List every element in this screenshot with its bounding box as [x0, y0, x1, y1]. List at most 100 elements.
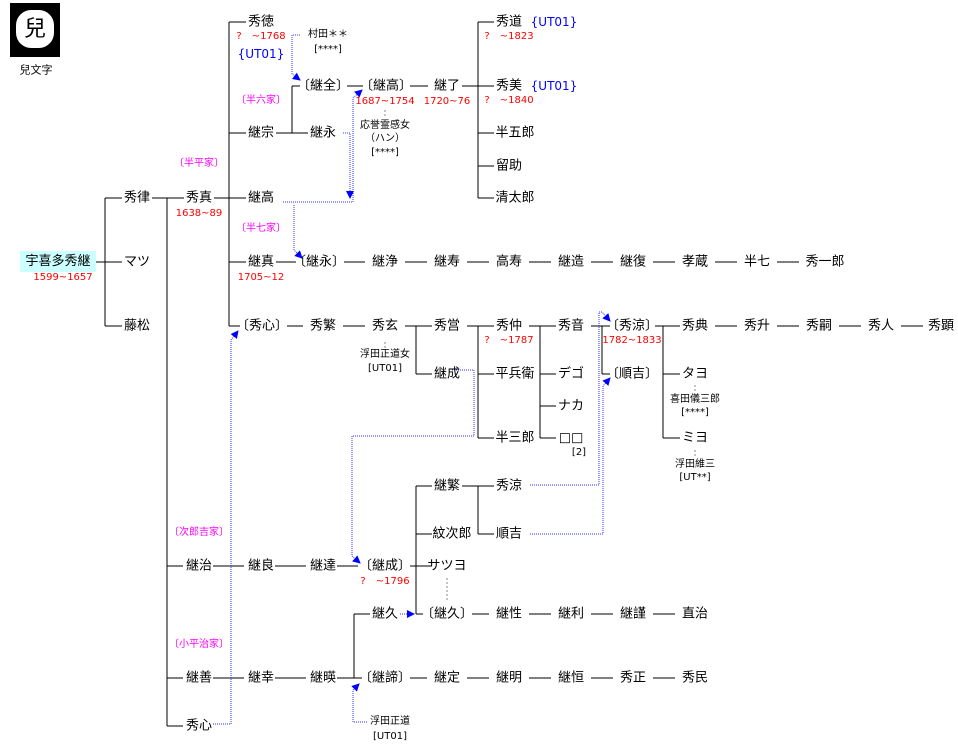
person-node[interactable]: 〔継高〕 [359, 78, 413, 94]
person-node[interactable]: 〔秀心〕 [235, 318, 289, 334]
person-node[interactable]: 継高 [247, 190, 275, 206]
person-node[interactable]: 秀玄 [371, 318, 399, 334]
person-node[interactable]: 秀升 [743, 318, 771, 334]
person-node[interactable]: 孝蔵 [681, 254, 709, 270]
person-node[interactable]: 秀顕 [927, 318, 955, 334]
adoption-link-arrow [291, 34, 301, 81]
person-node[interactable]: 秀嗣 [805, 318, 833, 334]
person-node[interactable]: 秀典 [681, 318, 709, 334]
root-ancestor[interactable]: 宇喜多秀継 [20, 251, 96, 272]
person-node[interactable]: 継久 [371, 606, 399, 622]
person-node[interactable]: サツヨ [427, 558, 467, 574]
person-node[interactable]: 継幸 [247, 670, 275, 686]
family-crest-logo: 兒 [10, 3, 60, 57]
person-node[interactable]: タヨ [681, 366, 709, 382]
person-node[interactable]: 継謹 [619, 606, 647, 622]
person-node[interactable]: 〔継永〕 [292, 254, 346, 270]
person-node[interactable]: 留助 [495, 158, 523, 174]
person-node[interactable]: 順吉 [495, 526, 523, 542]
adoption-link-arrow [351, 369, 475, 564]
person-node[interactable]: 秀仲 [495, 318, 523, 334]
person-node[interactable]: 継良 [247, 558, 275, 574]
person-node[interactable]: 継暎 [309, 670, 337, 686]
lifespan: 1720~76 [423, 96, 471, 107]
adoption-link-arrow [351, 683, 367, 723]
adoption-link-arrow [530, 311, 611, 486]
person-node[interactable]: 半三郎 [495, 430, 535, 446]
person-node[interactable]: 秀涼 [495, 478, 523, 494]
spouse-name: 応誉霊感女 [360, 120, 410, 131]
person-node[interactable]: 継宗 [247, 125, 275, 141]
person-node[interactable]: 〔継久〕 [420, 606, 474, 622]
person-node[interactable]: 継繁 [433, 478, 461, 494]
person-node[interactable]: ミヨ [681, 430, 709, 446]
person-node[interactable]: 継造 [557, 254, 585, 270]
person-node[interactable]: 継性 [495, 606, 523, 622]
person-node[interactable]: 〔継諦〕 [358, 670, 412, 686]
person-node[interactable]: 秀正 [619, 670, 647, 686]
person-node[interactable]: 半五郎 [495, 125, 535, 141]
person-node[interactable]: 継成 [433, 366, 461, 382]
person-node[interactable]: 秀徳 [247, 14, 275, 30]
spouse-name: 村田＊＊ [308, 29, 348, 40]
person-node[interactable]: 継浄 [371, 254, 399, 270]
spouse-name: 浮田維三 [675, 459, 715, 470]
person-node[interactable]: 継永 [309, 125, 337, 141]
person-node[interactable]: 藤松 [123, 318, 151, 334]
spouse-code: [UT01] [373, 731, 407, 742]
person-node[interactable]: 継真 [247, 254, 275, 270]
person-node[interactable]: 紋次郎 [432, 526, 472, 542]
person-node[interactable]: 秀人 [867, 318, 895, 334]
spouse-name: 喜田儀三郎 [670, 394, 720, 405]
person-node[interactable]: 直治 [681, 606, 709, 622]
person-node[interactable]: 継明 [495, 670, 523, 686]
person-node[interactable]: 清太郎 [495, 190, 535, 206]
person-node[interactable]: ナカ [557, 398, 585, 414]
person-node[interactable]: 〔順吉〕 [605, 366, 659, 382]
family-label: 〔半七家〕 [236, 223, 286, 234]
lifespan: ? ~1840 [484, 95, 534, 106]
crest-glyph: 兒 [23, 17, 46, 42]
person-node[interactable]: 継恒 [557, 670, 585, 686]
person-node[interactable]: 秀道 [495, 14, 523, 30]
person-node[interactable]: 継定 [433, 670, 461, 686]
person-node[interactable]: 継達 [309, 558, 337, 574]
person-node[interactable]: 秀繁 [309, 318, 337, 334]
person-node[interactable]: 秀民 [681, 670, 709, 686]
lifespan: 1705~12 [237, 272, 285, 283]
adoption-link-arrow [283, 89, 363, 203]
person-node[interactable]: 〔継全〕 [296, 78, 350, 94]
person-node[interactable]: □□ [558, 430, 584, 446]
person-node[interactable]: 継了 [433, 78, 461, 94]
person-node[interactable]: 秀真 [185, 190, 213, 206]
person-node[interactable]: 継善 [185, 670, 213, 686]
person-node[interactable]: 秀一郎 [805, 254, 845, 270]
family-label: 〔半平家〕 [174, 158, 224, 169]
person-node[interactable]: 継治 [185, 558, 213, 574]
person-node[interactable]: 秀心 [185, 718, 213, 734]
person-node[interactable]: 秀営 [433, 318, 461, 334]
person-node[interactable]: 秀美 [495, 78, 523, 94]
person-node[interactable]: 〔秀涼〕 [605, 318, 659, 334]
spouse-name: （ハン） [365, 133, 405, 144]
person-node[interactable]: 〔継成〕 [358, 558, 412, 574]
spouse-code: [UT**] [679, 472, 711, 483]
logo-caption: 兒文字 [19, 63, 53, 77]
person-node[interactable]: 継寿 [433, 254, 461, 270]
person-node[interactable]: 秀律 [123, 190, 151, 206]
adoption-link-arrow [213, 330, 239, 725]
person-node[interactable]: 平兵衛 [495, 366, 535, 382]
person-node[interactable]: 半七 [743, 254, 771, 270]
lifespan: ? ~1823 [484, 31, 534, 42]
person-node[interactable]: 継利 [557, 606, 585, 622]
person-node[interactable]: デゴ [557, 366, 585, 382]
person-node[interactable]: 継復 [619, 254, 647, 270]
lifespan: ? ~1796 [360, 576, 410, 587]
spouse-code: [****] [681, 407, 709, 418]
person-node[interactable]: 高寿 [495, 254, 523, 270]
spouse-code: [UT01] [368, 363, 402, 374]
person-node[interactable]: マツ [123, 254, 151, 270]
person-node[interactable]: 秀音 [557, 318, 585, 334]
root-dates: 1599~1657 [33, 272, 93, 283]
